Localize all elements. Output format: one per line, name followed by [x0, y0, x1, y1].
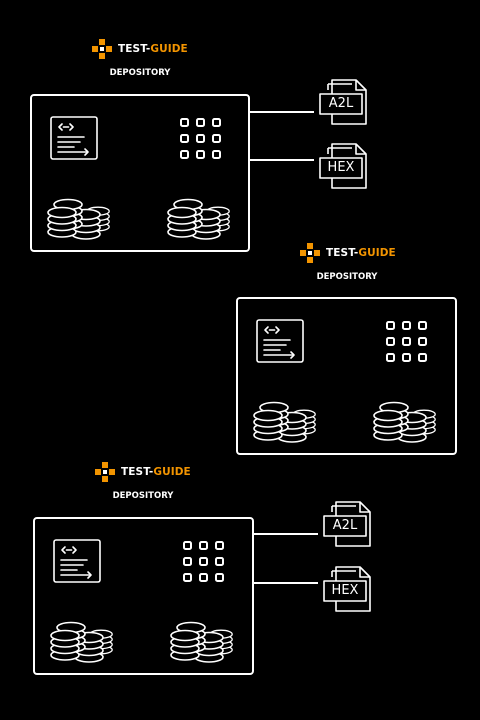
depository-box [236, 297, 457, 455]
brand-logo: TEST-GUIDE [92, 39, 188, 59]
code-document-icon [50, 116, 98, 160]
connector-line [254, 582, 318, 584]
grid-apps-icon [386, 321, 427, 362]
file-label: HEX [331, 583, 359, 598]
grid-apps-icon [180, 118, 221, 159]
brand-logo: TEST-GUIDE [300, 243, 396, 263]
tg-logo-icon [95, 462, 115, 482]
code-document-icon [53, 539, 101, 583]
connector-line [250, 111, 314, 113]
depository-box [33, 517, 254, 675]
database-stack-icon [166, 196, 238, 240]
a2l-file: A2L [322, 500, 372, 548]
brand-name: TEST-GUIDE [121, 466, 191, 478]
database-stack-icon [46, 196, 118, 240]
tg-logo-icon [300, 243, 320, 263]
database-stack-icon [372, 399, 444, 443]
brand-name: TEST-GUIDE [118, 43, 188, 55]
connector-line [250, 159, 314, 161]
file-label: HEX [327, 160, 355, 175]
tg-logo-icon [92, 39, 112, 59]
code-document-icon [256, 319, 304, 363]
hex-file: HEX [318, 142, 368, 190]
file-label: A2L [332, 518, 358, 533]
a2l-file: A2L [318, 78, 368, 126]
database-stack-icon [169, 619, 241, 663]
database-stack-icon [252, 399, 324, 443]
file-label: A2L [328, 96, 354, 111]
grid-apps-icon [183, 541, 224, 582]
depository-label: DEPOSITORY [316, 272, 378, 282]
depository-label: DEPOSITORY [112, 491, 174, 501]
brand-logo: TEST-GUIDE [95, 462, 191, 482]
depository-box [30, 94, 250, 252]
connector-line [254, 533, 318, 535]
hex-file: HEX [322, 565, 372, 613]
database-stack-icon [49, 619, 121, 663]
brand-name: TEST-GUIDE [326, 247, 396, 259]
depository-label: DEPOSITORY [109, 68, 171, 78]
